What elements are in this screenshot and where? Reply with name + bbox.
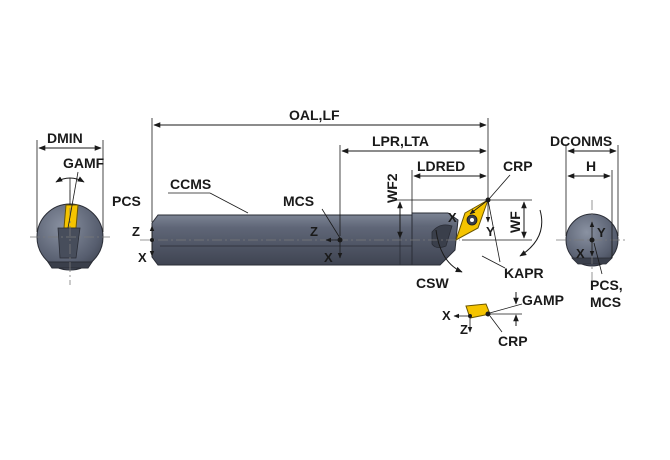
pcs-label: PCS [112,193,141,209]
insert-detail-view: X Z GAMP CRP [442,292,564,349]
crp-bottom-label: CRP [498,333,528,349]
insert-screw-center [470,218,474,222]
bottom-z-label: Z [460,322,468,337]
insert-annotations: CRP X Y WF KAPR CSW [416,158,544,291]
ccms-leader [209,192,249,214]
wf2-label: WF2 [384,173,400,203]
bottom-x-label: X [442,308,451,323]
left-end-pocket [57,227,81,259]
mcs-label: MCS [283,193,314,209]
pcs-mcs-label-line1: PCS, [590,277,623,293]
oal-lf-label: OAL,LF [289,107,340,123]
mcs-x-label: X [324,250,333,265]
lpr-lta-label: LPR,LTA [372,133,429,149]
ldred-label: LDRED [417,158,465,174]
crp-x-arrow [469,199,489,215]
gamf-label: GAMF [63,155,105,171]
kapr-label: KAPR [504,265,544,281]
gamp-label: GAMP [522,292,564,308]
length-dimensions: OAL,LF LPR,LTA LDRED WF2 [151,107,489,239]
csw-arc [435,229,463,273]
gamf-arc [55,176,85,183]
kapr-leader [481,255,506,269]
kapr-edge-line [487,199,501,263]
kapr-arc [519,209,543,257]
pcs-z-label: Z [132,224,140,239]
dmin-label: DMIN [47,130,83,146]
crp-bottom-leader [489,315,503,333]
crp-x-label: X [448,210,457,225]
crp-top-leader [488,174,511,200]
left-end-view: DMIN GAMF [30,130,110,285]
right-end-view: DCONMS H Y X PCS, MCS [550,133,628,310]
tool-body: CCMS PCS Z X MCS Z X [112,176,489,266]
h-label: H [586,158,596,174]
crp-top-label: CRP [503,158,533,174]
csw-label: CSW [416,275,449,291]
pcs-mcs-leader [593,242,603,275]
dconms-label: DCONMS [550,133,612,149]
ccms-label: CCMS [170,176,211,192]
left-end-insert [63,204,79,229]
right-x-label: X [576,246,585,261]
pcs-mcs-label-line2: MCS [590,294,621,310]
coolant-hole [431,224,453,248]
gamp-angle-line [485,303,523,315]
pcs-x-label: X [138,250,147,265]
mcs-z-label: Z [310,224,318,239]
mcs-leader [321,208,341,239]
wf-label: WF [507,211,523,233]
right-y-label: Y [597,225,606,240]
crp-y-label: Y [486,224,495,239]
